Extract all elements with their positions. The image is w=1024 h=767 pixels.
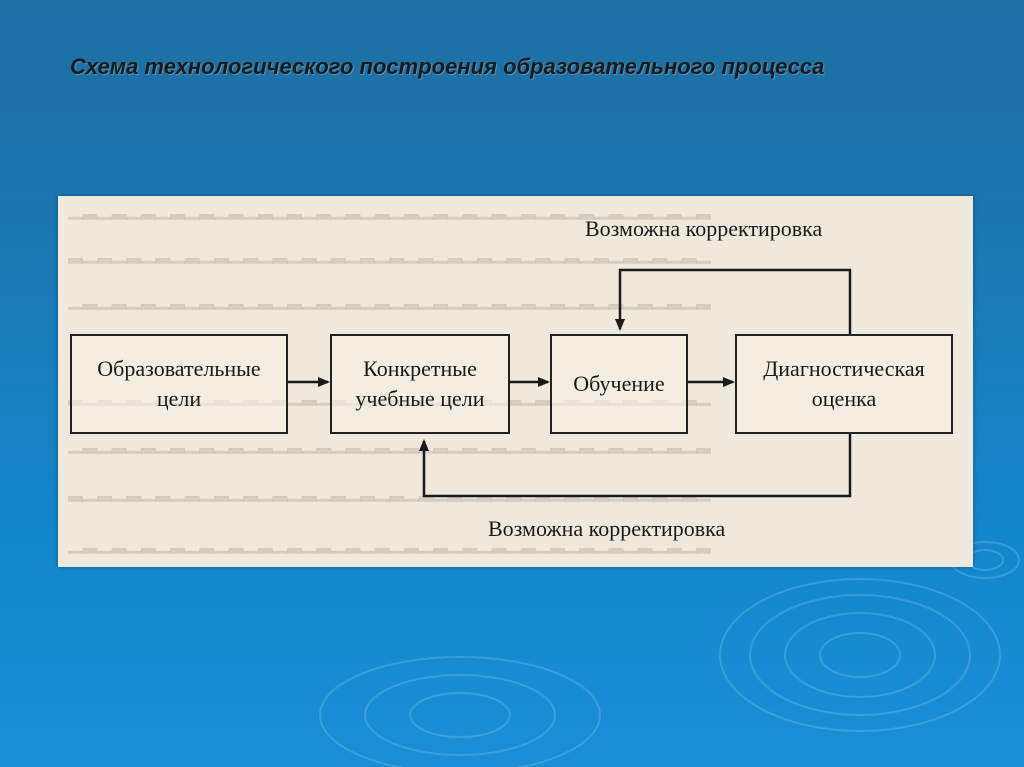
bleed-through-texture: ▁▂▁▂▁▂▁▂▁▂▁▂▁▂▁▂▁▂▁▂▁▂▁▂▁▂▁▂▁▂▁▂▁▂▁▂▁▂▁▂…: [68, 433, 711, 454]
box-specific-learning-goals: Конкретные учебные цели: [330, 334, 510, 434]
bleed-through-texture: ▂▁▂▁▂▁▂▁▂▁▂▁▂▁▂▁▂▁▂▁▂▁▂▁▂▁▂▁▂▁▂▁▂▁▂▁▂▁▂▁…: [68, 243, 711, 264]
bottom-feedback-arrow: [419, 434, 852, 498]
top-feedback-arrow: [615, 268, 852, 334]
scanned-diagram-image: ▁▂▁▂▁▂▁▂▁▂▁▂▁▂▁▂▁▂▁▂▁▂▁▂▁▂▁▂▁▂▁▂▁▂▁▂▁▂▁▂…: [58, 196, 973, 567]
bleed-through-texture: ▁▂▁▂▁▂▁▂▁▂▁▂▁▂▁▂▁▂▁▂▁▂▁▂▁▂▁▂▁▂▁▂▁▂▁▂▁▂▁▂…: [68, 289, 711, 310]
box-educational-goals: Образовательные цели: [70, 334, 288, 434]
box-learning: Обучение: [550, 334, 688, 434]
slide-title: Схема технологического построения образо…: [70, 54, 825, 79]
box-diagnostic-assessment: Диагностическая оценка: [735, 334, 953, 434]
connector-lines: [288, 268, 852, 498]
top-feedback-label: Возможна корректировка: [585, 216, 823, 241]
bottom-feedback-label: Возможна корректировка: [488, 516, 726, 541]
bleed-through-texture: ▁▂▁▂▁▂▁▂▁▂▁▂▁▂▁▂▁▂▁▂▁▂▁▂▁▂▁▂▁▂▁▂▁▂▁▂▁▂▁▂…: [68, 533, 711, 554]
bleed-through-texture: ▁▂▁▂▁▂▁▂▁▂▁▂▁▂▁▂▁▂▁▂▁▂▁▂▁▂▁▂▁▂▁▂▁▂▁▂▁▂▁▂…: [68, 199, 711, 220]
